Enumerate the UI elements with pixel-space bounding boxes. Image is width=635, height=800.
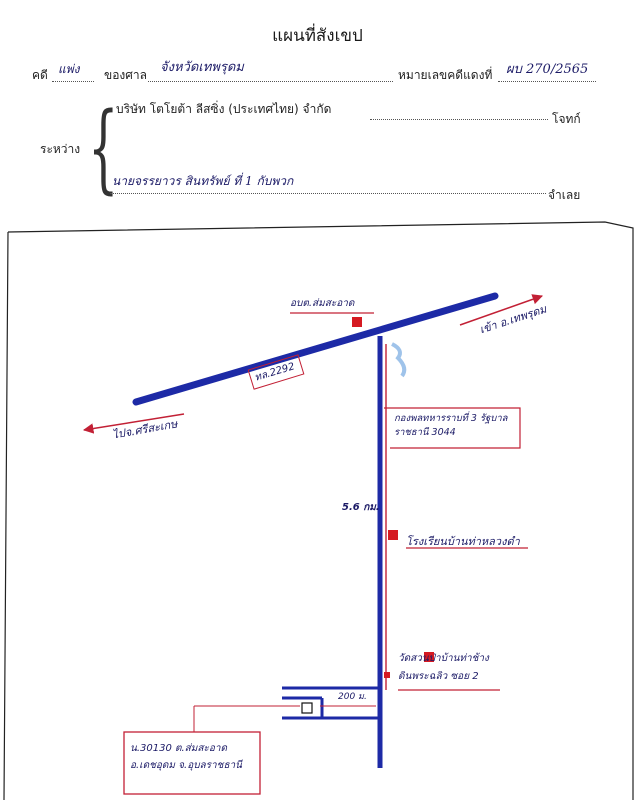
defendant-line bbox=[110, 192, 546, 194]
short-distance-label: 200 ม. bbox=[338, 692, 367, 702]
parcel-label: น.30130 ต.ส่มสะอาด อ.เดชอุดม จ.อุบลราชธา… bbox=[130, 743, 243, 771]
defendant-name: นายจรรยาวร สินทรัพย์ ที่ 1 กับพวก bbox=[112, 174, 294, 188]
smudge bbox=[391, 342, 407, 378]
court-name-value: จังหวัดเทพรุดม bbox=[160, 60, 244, 75]
red-case-number-value: ผบ 270/2565 bbox=[506, 62, 589, 77]
defendant-role: จำเลย bbox=[548, 188, 581, 202]
school-label: โรงเรียนบ้านท่าหลวงดำ bbox=[406, 535, 520, 548]
brace: { bbox=[88, 92, 119, 204]
temple-marker bbox=[424, 652, 434, 662]
police-label: กองพลทหารราบที่ 3 รัฐบาลราชธานี 3044 bbox=[394, 413, 508, 438]
court-label: ของศาล bbox=[104, 68, 147, 82]
case-label: คดี bbox=[32, 68, 48, 82]
distance-label: 5.6 กม. bbox=[342, 502, 380, 513]
case-type-value: แพ่ง bbox=[58, 62, 80, 76]
document-title: แผนที่สังเขป bbox=[272, 26, 363, 46]
temple-small-marker bbox=[384, 672, 390, 678]
school-marker bbox=[388, 530, 398, 540]
red-case-number-label: หมายเลขคดีแดงที่ bbox=[398, 68, 493, 82]
highway-road bbox=[132, 292, 499, 406]
temple-label: วัดสวนป่าบ้านท่าช้าง ดินพระฉลิว ซอย 2 bbox=[398, 653, 489, 682]
red-case-number-line bbox=[498, 80, 596, 82]
office-marker bbox=[352, 317, 362, 327]
parcel-marker bbox=[301, 702, 313, 714]
map-border bbox=[3, 221, 634, 800]
parcel-label-box bbox=[123, 731, 261, 795]
plaintiff-role: โจทก์ bbox=[552, 112, 581, 126]
hwy-label-box bbox=[247, 354, 305, 390]
arrow-to-city bbox=[459, 294, 543, 326]
arrow-to-province bbox=[82, 413, 185, 434]
case-type-line bbox=[52, 80, 94, 82]
police-label-box bbox=[384, 407, 521, 449]
plaintiff-line bbox=[370, 118, 548, 120]
office-label: อบต.ส่มสะอาด bbox=[290, 298, 355, 309]
between-label: ระหว่าง bbox=[40, 142, 81, 156]
court-line bbox=[148, 80, 393, 82]
plaintiff-name: บริษัท โตโยต้า ลีสซิ่ง (ประเทศไทย) จำกัด bbox=[116, 102, 332, 116]
